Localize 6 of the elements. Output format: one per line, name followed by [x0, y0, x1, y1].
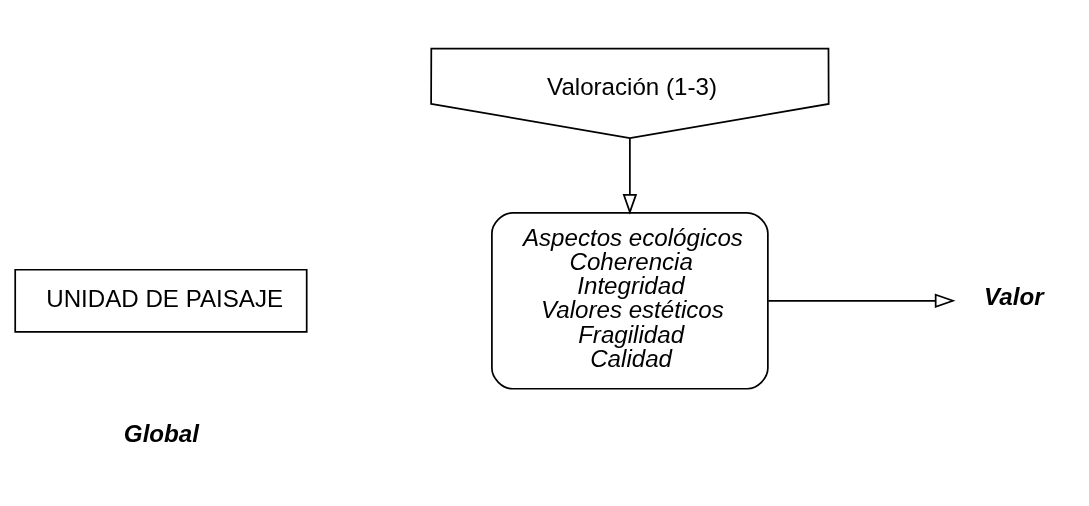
- label: Global: [123, 419, 199, 447]
- node-box: UNIDAD DE PAISAJE: [14, 268, 308, 333]
- arrow: [767, 293, 956, 308]
- node-text: Valor: [984, 282, 1044, 310]
- node-box: Aspectos ecológicos Coherencia Integridad Valores estéticos Fragilidad Calidad: [491, 211, 769, 390]
- arrow: [622, 136, 638, 215]
